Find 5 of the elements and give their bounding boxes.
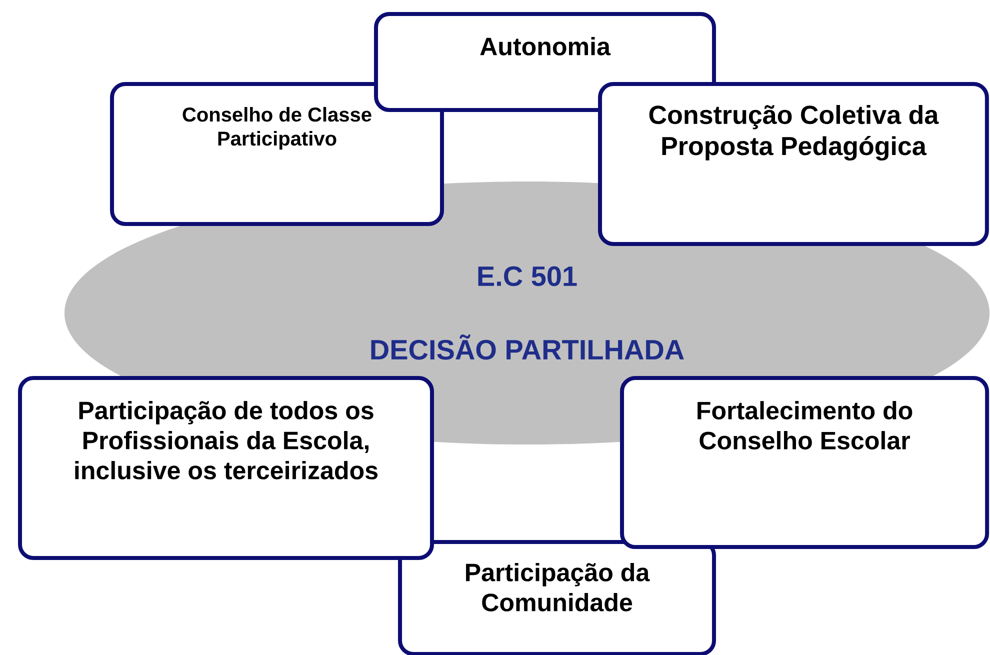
text-box: Participação da Comunidade <box>398 540 716 655</box>
text-box: Participação de todos os Profissionais da Escola, inclusive os terceirizados <box>18 376 434 560</box>
text-box: Conselho de Classe Participativo <box>110 82 444 226</box>
text-box: Fortalecimento do Conselho Escolar <box>620 376 990 550</box>
text-box: Construção Coletiva da Proposta Pedagógica <box>598 82 989 246</box>
